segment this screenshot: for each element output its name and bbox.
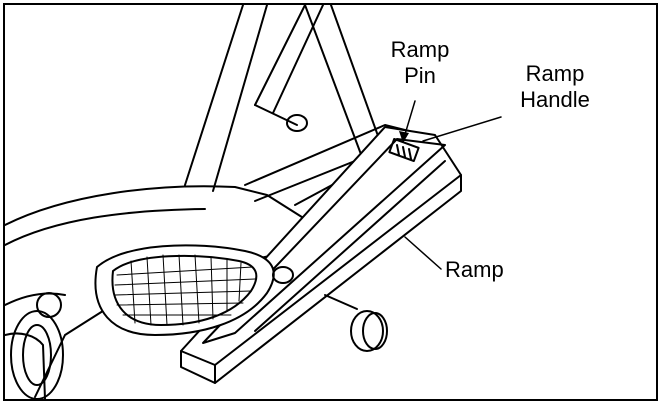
ramp-pin-label: Ramp Pin (385, 37, 455, 89)
ramp-label: Ramp (445, 257, 504, 282)
ramp-handle-leader (422, 116, 502, 142)
elliptical-ramp-illustration (5, 5, 502, 399)
ramp-pin-label-line-2: Pin (404, 63, 436, 88)
ramp-handle-shape (388, 137, 420, 163)
ramp-handle-label-line-2: Handle (520, 87, 590, 112)
pedal (36, 244, 294, 336)
ramp-leader (404, 236, 442, 270)
ramp-handle-label-line-1: Ramp (525, 61, 585, 86)
ramp-pin-arrow (399, 131, 409, 143)
ramp-pin-label-line-1: Ramp (390, 37, 450, 62)
ramp-handle-label: Ramp Handle (505, 61, 605, 113)
ramp-diagram: Ramp Pin Ramp Handle Ramp (3, 3, 658, 401)
callout-lines (399, 100, 502, 270)
wheel (324, 294, 388, 352)
